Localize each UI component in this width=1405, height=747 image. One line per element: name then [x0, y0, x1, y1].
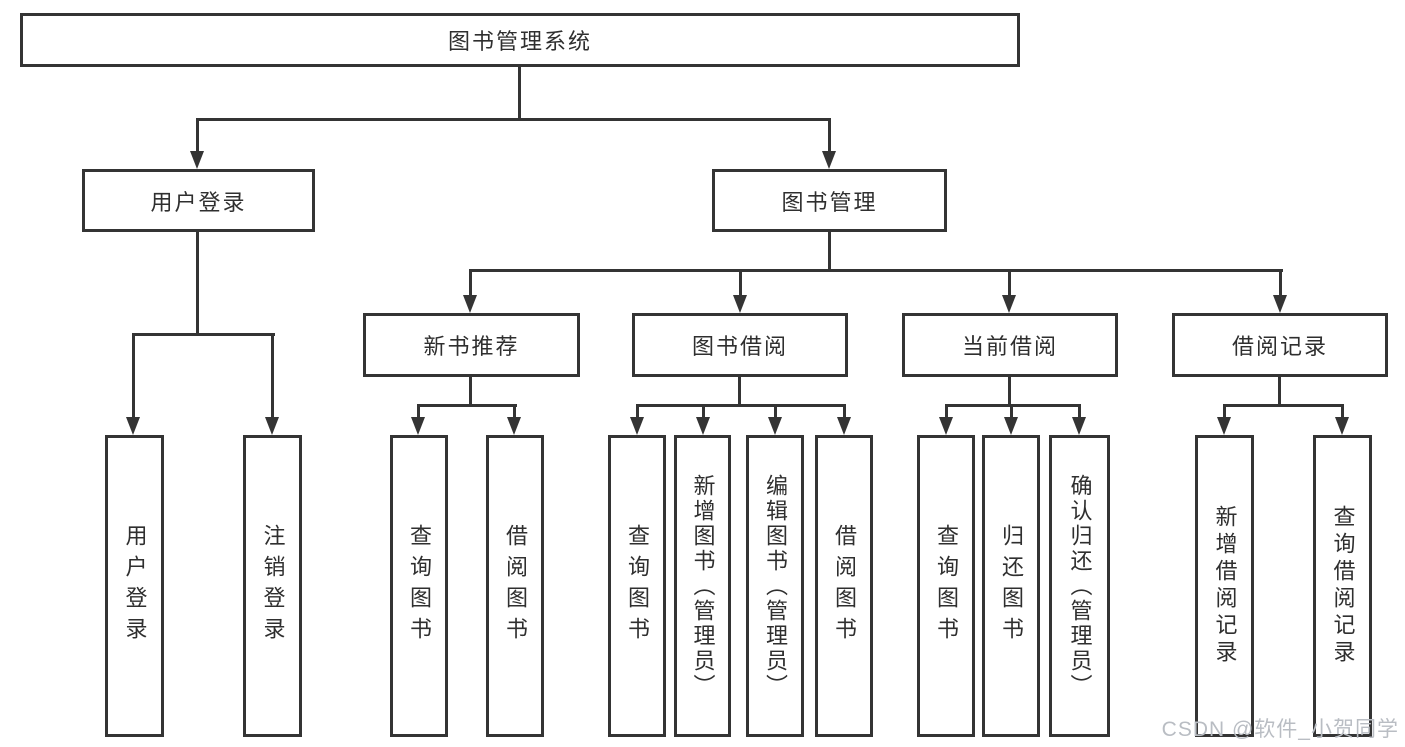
connector-vline — [1279, 269, 1282, 296]
connector-vline — [1008, 377, 1011, 407]
connector-vline — [843, 404, 846, 418]
connector-vline — [513, 404, 516, 418]
connector-vline — [518, 67, 521, 120]
node-label: 新增借阅记录 — [1212, 505, 1238, 667]
leaf-borrowing-query-books: 查询图书 — [608, 435, 666, 737]
connector-vline — [738, 377, 741, 407]
leaf-records-query-record: 查询借阅记录 — [1313, 435, 1372, 737]
connector-vline — [271, 333, 274, 418]
connector-hline — [417, 404, 517, 407]
arrowhead-down — [696, 417, 710, 435]
connector-vline — [417, 404, 420, 418]
node-library-management-system: 图书管理系统 — [20, 13, 1020, 67]
connector-hline — [133, 333, 275, 336]
arrowhead-down — [822, 151, 836, 169]
connector-hline — [945, 404, 1081, 407]
node-label: 查询图书 — [625, 524, 650, 648]
arrowhead-down — [1335, 417, 1349, 435]
leaf-user-login: 用户登录 — [105, 435, 164, 737]
leaf-borrowing-borrow-books: 借阅图书 — [815, 435, 873, 737]
leaf-newbook-query-books: 查询图书 — [390, 435, 448, 737]
connector-hline — [1223, 404, 1343, 407]
csdn-watermark: CSDN @软件_小贺同学 — [1161, 718, 1399, 741]
node-label: 图书管理系统 — [447, 29, 592, 54]
connector-vline — [469, 377, 472, 407]
node-new-book-recommendation: 新书推荐 — [363, 313, 580, 377]
node-label: 图书借阅 — [691, 334, 788, 359]
node-current-borrowing: 当前借阅 — [902, 313, 1118, 377]
node-user-login: 用户登录 — [82, 169, 315, 232]
connector-vline — [469, 269, 472, 296]
connector-vline — [1008, 269, 1011, 296]
connector-vline — [1078, 404, 1081, 418]
connector-vline — [774, 404, 777, 418]
node-label: 查询图书 — [934, 524, 959, 648]
node-label: 用户登录 — [122, 524, 148, 648]
connector-vline — [132, 333, 135, 418]
arrowhead-down — [190, 151, 204, 169]
leaf-current-query-books: 查询图书 — [917, 435, 975, 737]
arrowhead-down — [630, 417, 644, 435]
connector-vline — [1223, 404, 1226, 418]
leaf-newbook-borrow-books: 借阅图书 — [486, 435, 544, 737]
node-label: 注销登录 — [260, 524, 286, 648]
connector-vline — [196, 232, 199, 335]
arrowhead-down — [463, 295, 477, 313]
leaf-current-return-books: 归还图书 — [982, 435, 1040, 737]
arrowhead-down — [1273, 295, 1287, 313]
arrowhead-down — [733, 295, 747, 313]
connector-hline — [636, 404, 846, 407]
connector-hline — [469, 269, 1283, 272]
arrowhead-down — [837, 417, 851, 435]
arrowhead-down — [1004, 417, 1018, 435]
connector-vline — [196, 118, 199, 152]
node-label: 查询借阅记录 — [1330, 505, 1356, 667]
node-label: 借阅记录 — [1231, 334, 1328, 359]
connector-vline — [1341, 404, 1344, 418]
node-label: 新增图书（管理员） — [690, 473, 716, 699]
node-label: 确认归还（管理员） — [1067, 473, 1093, 699]
arrowhead-down — [507, 417, 521, 435]
node-label: 用户登录 — [150, 189, 247, 215]
leaf-logout: 注销登录 — [243, 435, 302, 737]
node-label: 编辑图书（管理员） — [763, 473, 788, 699]
arrowhead-down — [265, 417, 279, 435]
node-label: 查询图书 — [407, 524, 432, 648]
node-book-borrowing: 图书借阅 — [632, 313, 848, 377]
leaf-borrowing-edit-books-admin: 编辑图书（管理员） — [746, 435, 804, 737]
node-label: 归还图书 — [999, 524, 1024, 648]
arrowhead-down — [1072, 417, 1086, 435]
node-label: 借阅图书 — [832, 524, 857, 648]
connector-vline — [1010, 404, 1013, 418]
leaf-borrowing-add-books-admin: 新增图书（管理员） — [674, 435, 731, 737]
connector-vline — [739, 269, 742, 296]
arrowhead-down — [939, 417, 953, 435]
node-label: 当前借阅 — [961, 334, 1058, 359]
leaf-records-add-record: 新增借阅记录 — [1195, 435, 1254, 737]
connector-vline — [702, 404, 705, 418]
node-borrowing-records: 借阅记录 — [1172, 313, 1388, 377]
arrowhead-down — [411, 417, 425, 435]
arrowhead-down — [1217, 417, 1231, 435]
node-label: 新书推荐 — [423, 334, 520, 359]
connector-hline — [197, 118, 831, 121]
leaf-current-confirm-return-admin: 确认归还（管理员） — [1049, 435, 1110, 737]
node-label: 借阅图书 — [503, 524, 528, 648]
arrowhead-down — [126, 417, 140, 435]
node-book-management: 图书管理 — [712, 169, 947, 232]
node-label: 图书管理 — [781, 189, 878, 215]
arrowhead-down — [1002, 295, 1016, 313]
connector-vline — [1278, 377, 1281, 407]
connector-vline — [828, 118, 831, 152]
connector-vline — [945, 404, 948, 418]
connector-vline — [828, 232, 831, 272]
arrowhead-down — [768, 417, 782, 435]
connector-vline — [636, 404, 639, 418]
